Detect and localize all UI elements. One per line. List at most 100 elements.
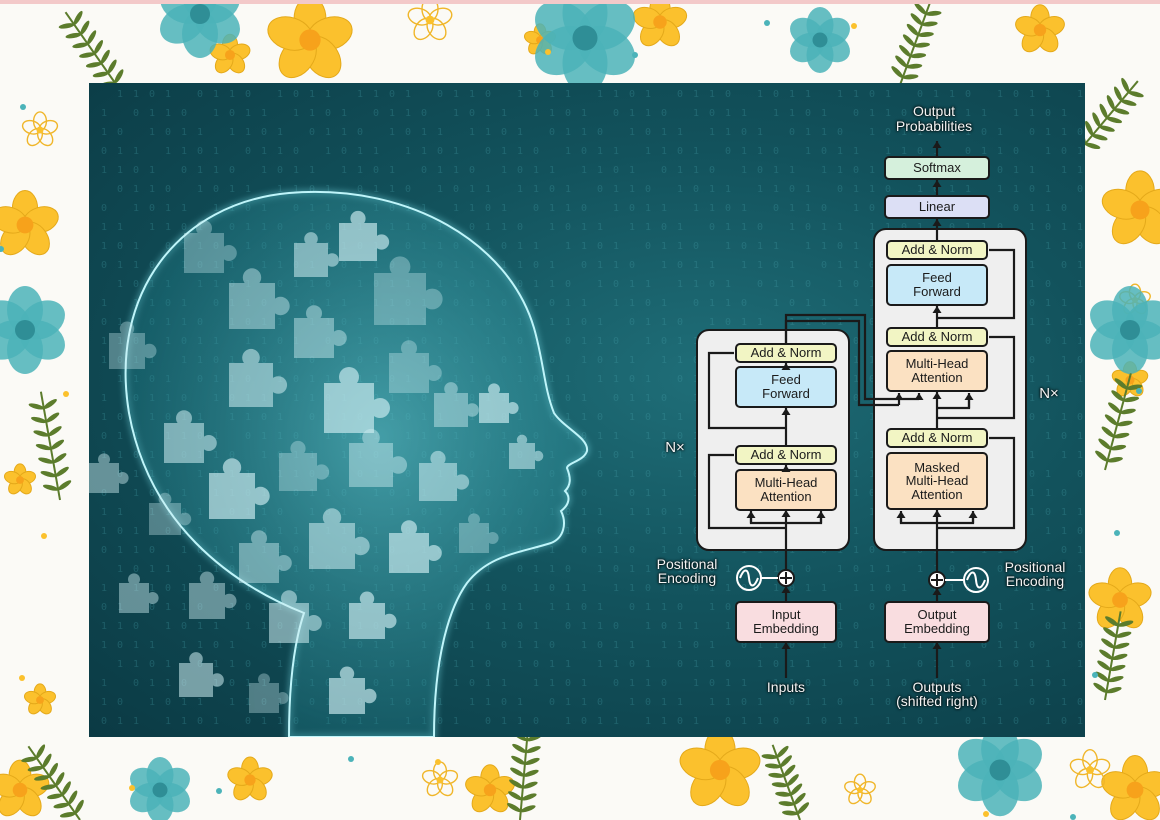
binary-digit: 1 [1077, 450, 1083, 461]
binary-digit: 1 [565, 203, 571, 214]
binary-digit: 0 [821, 716, 827, 727]
binary-digit: 0 [1077, 355, 1083, 366]
puzzle-piece [184, 220, 237, 273]
binary-digit: 1 [453, 108, 459, 119]
binary-digit: 0 [1061, 203, 1067, 214]
binary-digit: 0 [101, 203, 107, 214]
binary-digit: 1 [133, 545, 139, 556]
binary-digit: 1 [453, 203, 459, 214]
binary-digit: 1 [485, 108, 491, 119]
binary-digit: 1 [645, 678, 651, 689]
binary-digit: 0 [469, 222, 475, 233]
binary-digit: 1 [149, 697, 155, 708]
binary-digit: 1 [1029, 602, 1035, 613]
confetti-dot [435, 759, 441, 765]
binary-digit: 0 [645, 184, 651, 195]
binary-digit: 0 [1029, 355, 1035, 366]
binary-digit: 0 [645, 412, 651, 423]
binary-digit: 0 [373, 108, 379, 119]
puzzle-piece [269, 590, 322, 643]
binary-digit: 1 [773, 279, 779, 290]
binary-digit: 1 [565, 241, 571, 252]
binary-digit: 0 [821, 203, 827, 214]
binary-digit: 0 [597, 355, 603, 366]
binary-digit: 1 [837, 89, 843, 100]
binary-digit: 1 [1029, 260, 1035, 271]
binary-digit: 0 [485, 602, 491, 613]
binary-digit: 1 [997, 146, 1003, 157]
positional-encoding-right-label: Positional Encoding [1004, 559, 1066, 590]
binary-digit: 1 [901, 716, 907, 727]
binary-digit: 1 [997, 716, 1003, 727]
binary-digit: 1 [501, 165, 507, 176]
confetti-dot [129, 785, 135, 791]
inputs-label: Inputs [766, 679, 806, 695]
binary-digit: 1 [773, 165, 779, 176]
binary-digit: 1 [117, 336, 123, 347]
binary-digit: 0 [645, 697, 651, 708]
binary-digit: 1 [469, 640, 475, 651]
binary-digit: 1 [677, 412, 683, 423]
binary-digit: 1 [1061, 507, 1067, 518]
binary-digit: 1 [661, 602, 667, 613]
binary-digit: 0 [725, 602, 731, 613]
binary-digit: 1 [469, 602, 475, 613]
binary-digit: 1 [805, 127, 811, 138]
binary-digit: 0 [549, 184, 555, 195]
binary-digit: 1 [213, 203, 219, 214]
confetti-dot [0, 246, 4, 252]
binary-digit: 0 [485, 203, 491, 214]
binary-digit: 1 [677, 507, 683, 518]
binary-digit: 0 [597, 184, 603, 195]
binary-digit: 1 [133, 203, 139, 214]
binary-digit: 1 [981, 222, 987, 233]
binary-digit: 1 [309, 108, 315, 119]
binary-digit: 1 [565, 583, 571, 594]
binary-digit: 1 [149, 222, 155, 233]
binary-digit: 1 [469, 127, 475, 138]
binary-digit: 0 [405, 184, 411, 195]
binary-digit: 0 [133, 564, 139, 575]
binary-digit: 1 [613, 355, 619, 366]
binary-digit: 0 [357, 127, 363, 138]
binary-digit: 0 [197, 89, 203, 100]
binary-digit: 1 [197, 165, 203, 176]
binary-digit: 1 [133, 89, 139, 100]
binary-digit: 0 [117, 640, 123, 651]
binary-digit: 1 [229, 659, 235, 670]
binary-digit: 1 [645, 716, 651, 727]
confetti-dot [632, 52, 638, 58]
binary-digit: 0 [629, 602, 635, 613]
decoder-residual-1 [937, 436, 1016, 530]
binary-digit: 1 [565, 526, 571, 537]
binary-digit: 1 [1045, 716, 1051, 727]
binary-digit: 0 [693, 583, 699, 594]
binary-digit: 0 [261, 697, 267, 708]
binary-digit: 1 [837, 165, 843, 176]
add-node-left [777, 569, 795, 587]
binary-digit: 1 [741, 716, 747, 727]
binary-digit: 0 [613, 450, 619, 461]
binary-digit: 0 [869, 203, 875, 214]
binary-digit: 1 [853, 583, 859, 594]
binary-digit: 1 [821, 165, 827, 176]
binary-digit: 1 [389, 165, 395, 176]
binary-digit: 1 [1077, 621, 1083, 632]
binary-digit: 0 [101, 260, 107, 271]
binary-digit: 1 [661, 412, 667, 423]
confetti-dot [1092, 672, 1098, 678]
binary-digit: 1 [1061, 621, 1067, 632]
binary-digit: 1 [117, 716, 123, 727]
binary-digit: 1 [693, 279, 699, 290]
binary-digit: 1 [389, 127, 395, 138]
binary-digit: 0 [405, 127, 411, 138]
binary-digit: 0 [1045, 279, 1051, 290]
binary-digit: 1 [213, 716, 219, 727]
encoder-to-decoder-2 [784, 313, 919, 401]
binary-digit: 1 [181, 203, 187, 214]
binary-digit: 0 [117, 526, 123, 537]
binary-digit: 0 [613, 108, 619, 119]
binary-digit: 1 [1061, 165, 1067, 176]
binary-digit: 1 [693, 260, 699, 271]
binary-digit: 1 [1061, 526, 1067, 537]
